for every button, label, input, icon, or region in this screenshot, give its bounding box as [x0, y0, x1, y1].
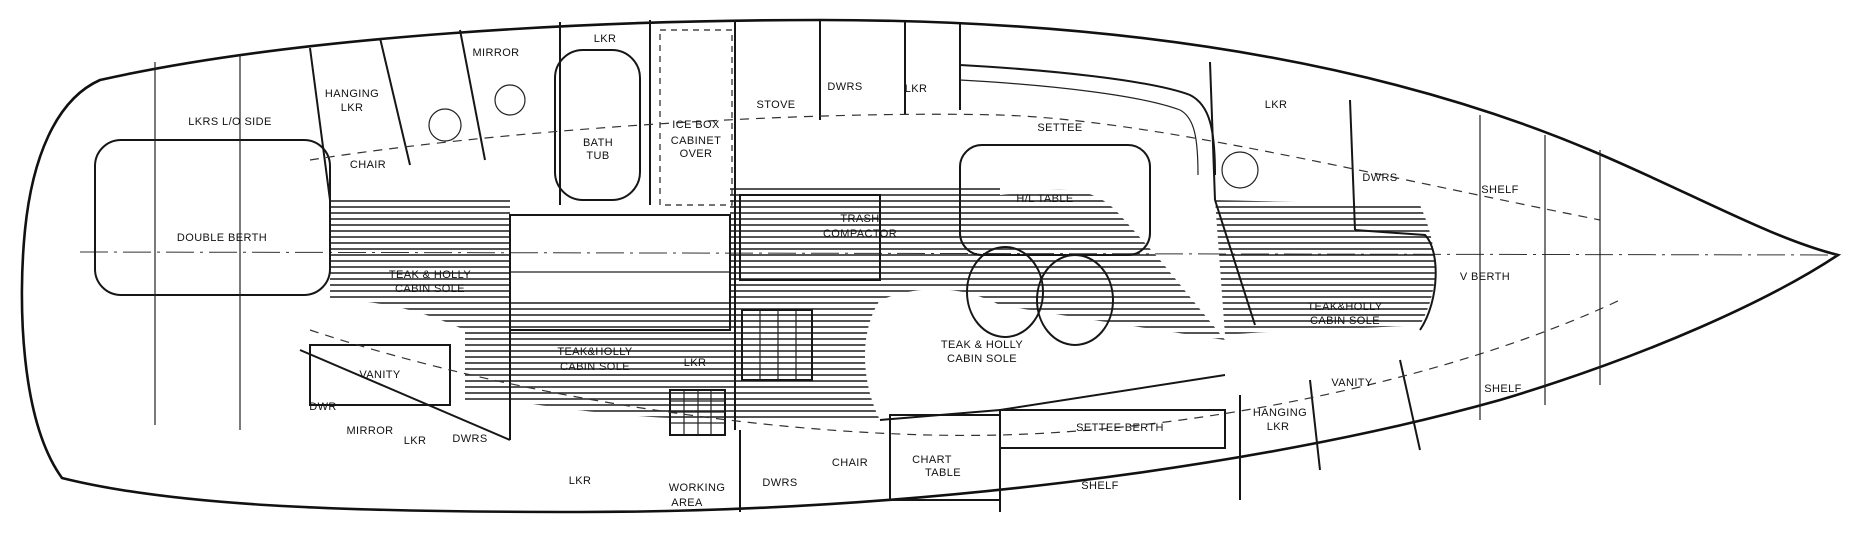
label-lkr-galley: LKR	[905, 83, 928, 95]
label-chair-bottom: CHAIR	[832, 457, 868, 469]
label-sole-salon-1: TEAK & HOLLY	[941, 339, 1023, 351]
label-cabinet-over-2: OVER	[680, 148, 713, 160]
label-lkr-fwd-top: LKR	[1265, 99, 1288, 111]
vanity-aft	[309, 344, 451, 406]
sink-circle	[428, 108, 462, 142]
dashed-overhead-line	[309, 113, 1601, 221]
label-settee-berth: SETTEE BERTH	[1076, 422, 1164, 434]
label-settee-top: SETTEE	[1037, 122, 1082, 134]
label-hanging-lkr-aft-1: HANGING	[325, 88, 379, 100]
table	[959, 144, 1151, 256]
label-sole-aft-1: TEAK & HOLLY	[389, 269, 471, 281]
label-mirror-head: MIRROR	[472, 47, 519, 59]
label-lkr-aft-small: LKR	[404, 435, 427, 447]
label-lkr-bottom: LKR	[569, 475, 592, 487]
label-hanging-lkr-aft-2: LKR	[341, 102, 364, 114]
v-berth-frame	[1214, 199, 1437, 331]
chair-seat	[1036, 254, 1114, 346]
label-dwrs-aft: DWRS	[452, 433, 487, 445]
label-chart-table-2: TABLE	[925, 467, 961, 479]
label-sole-salon-2: CABIN SOLE	[947, 353, 1017, 365]
companionway-steps	[741, 309, 813, 381]
label-bath-tub-2: TUB	[586, 150, 609, 162]
label-dwr-aft: DWR	[309, 401, 336, 413]
label-dwrs-fwd: DWRS	[1362, 172, 1397, 184]
label-working-area-1: WORKING	[669, 482, 726, 494]
label-chart-table-1: CHART	[912, 454, 952, 466]
label-sole-fwd-2: CABIN SOLE	[1310, 315, 1380, 327]
label-double-berth: DOUBLE BERTH	[177, 232, 267, 244]
label-bath-tub-1: BATH	[583, 137, 613, 149]
chart-table	[889, 414, 1001, 501]
label-stove: STOVE	[756, 99, 795, 111]
label-sole-aft-2: CABIN SOLE	[395, 283, 465, 295]
label-sole-mid-2: CABIN SOLE	[560, 361, 630, 373]
label-sole-fwd-1: TEAK&HOLLY	[1307, 301, 1383, 313]
label-dwrs-galley: DWRS	[827, 81, 862, 93]
station-lines	[154, 55, 1601, 430]
label-shelf-fwd-top: SHELF	[1481, 184, 1518, 196]
bath-tub	[554, 49, 641, 201]
labels: LKRS L/O SIDE HANGING LKR CHAIR MIRROR L…	[177, 33, 1521, 509]
sink-circle	[1221, 151, 1259, 189]
label-lkr-mid: LKR	[684, 357, 707, 369]
lkr-grid-lines	[670, 390, 725, 435]
label-sole-mid-1: TEAK&HOLLY	[557, 346, 633, 358]
label-lkrs-lo-side: LKRS L/O SIDE	[188, 116, 271, 128]
label-shelf-fwd-bottom: SHELF	[1484, 383, 1521, 395]
label-shelf-bottom: SHELF	[1081, 480, 1118, 492]
label-trash-2: COMPACTOR	[823, 228, 897, 240]
label-table: H/L TABLE	[1016, 193, 1073, 205]
label-hanging-lkr-fwd-1: HANGING	[1253, 407, 1307, 419]
label-trash-1: TRASH	[840, 213, 879, 225]
settee-top	[959, 64, 1216, 176]
label-lkr-top: LKR	[594, 33, 617, 45]
ice-box	[659, 29, 733, 206]
sink-circle	[494, 84, 526, 116]
label-vanity-fwd: VANITY	[1331, 377, 1373, 389]
label-v-berth: V BERTH	[1460, 271, 1510, 283]
label-dwrs-bottom: DWRS	[762, 477, 797, 489]
label-vanity-aft: VANITY	[359, 369, 401, 381]
label-ice-box: ICE BOX	[672, 119, 720, 131]
double-berth	[94, 139, 331, 296]
label-mirror-aft: MIRROR	[346, 425, 393, 437]
label-cabinet-over-1: CABINET	[671, 135, 721, 147]
trash-compactor	[739, 194, 881, 281]
label-working-area-2: AREA	[671, 497, 703, 509]
dashed-overhead-line	[309, 299, 1621, 436]
chair-seat	[966, 246, 1044, 338]
label-hanging-lkr-fwd-2: LKR	[1267, 421, 1290, 433]
label-chair-aft: CHAIR	[350, 159, 386, 171]
